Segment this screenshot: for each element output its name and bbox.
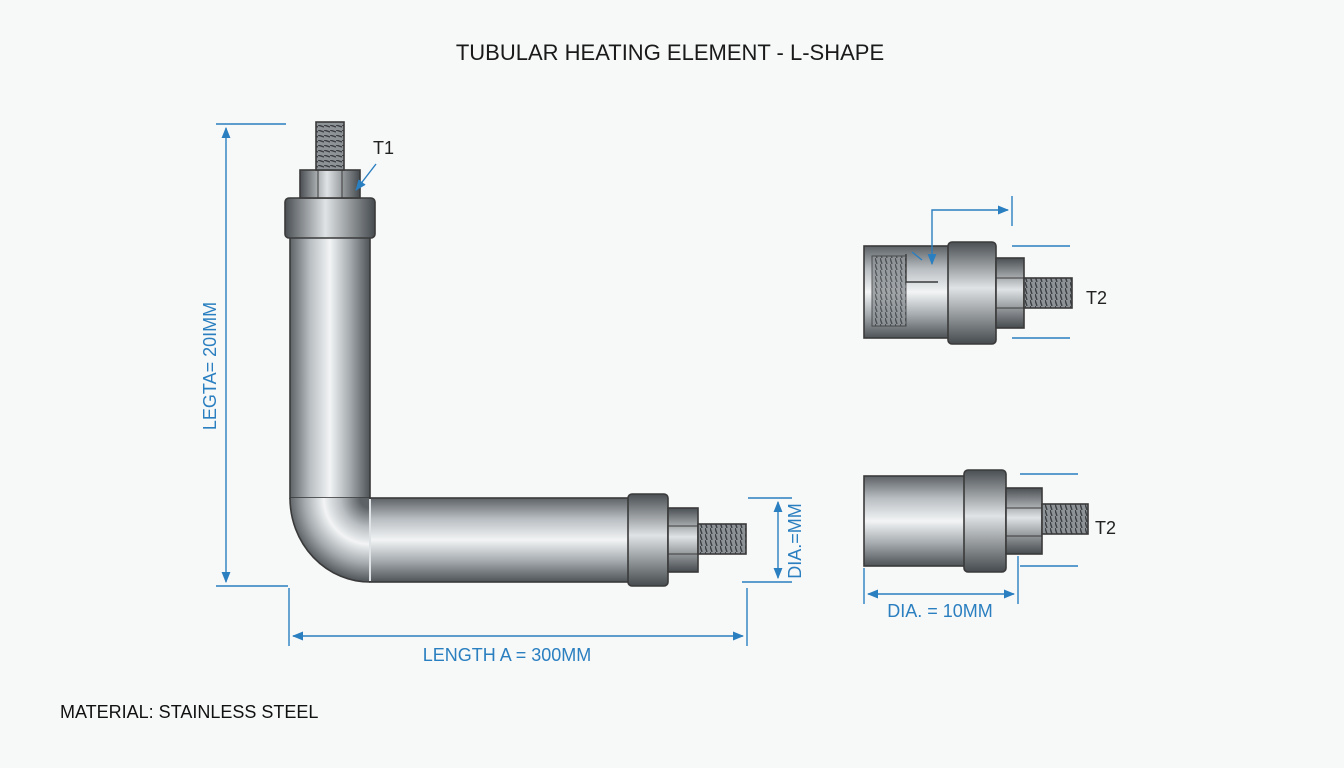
detail-upper-collar xyxy=(947,241,997,345)
detail-lower-hex-nut xyxy=(1005,487,1043,555)
detail-upper-hex-nut xyxy=(995,257,1025,329)
terminal-t2-upper-label: T2 xyxy=(1086,288,1107,308)
end-hex-nut xyxy=(667,507,699,573)
detail-lower-terminal: DIA. = 10MM xyxy=(863,469,1089,621)
vertical-dimension: LEGTA= 20IMM xyxy=(200,123,288,587)
horizontal-tube xyxy=(369,497,633,583)
detail-upper-stud xyxy=(1023,277,1073,309)
terminal-t1-leader xyxy=(355,163,377,191)
drawing-title: TUBULAR HEATING ELEMENT - L-SHAPE xyxy=(456,40,884,65)
detail-upper-internal-thread xyxy=(871,255,907,327)
top-hex-nut xyxy=(299,169,361,199)
end-collar xyxy=(627,493,669,587)
detail-upper-terminal xyxy=(863,196,1073,345)
end-diameter-label: DIA.=MM xyxy=(785,503,805,579)
detail-lower-stud xyxy=(1041,503,1089,535)
vertical-tube xyxy=(289,233,371,499)
terminal-t2-lower-label: T2 xyxy=(1095,518,1116,538)
vertical-length-label: LEGTA= 20IMM xyxy=(200,302,220,430)
detail-lower-collar xyxy=(963,469,1007,573)
end-diameter-dimension: DIA.=MM xyxy=(742,497,805,583)
horizontal-dimension: LENGTH A = 300MM xyxy=(288,588,748,665)
l-shaped-heating-element xyxy=(284,121,747,587)
tube-bend xyxy=(290,498,370,582)
top-collar xyxy=(284,197,376,239)
detail-lower-sheath xyxy=(863,475,967,567)
end-threaded-stud xyxy=(697,523,747,555)
detail-diameter-label: DIA. = 10MM xyxy=(887,601,993,621)
top-threaded-stud xyxy=(315,121,345,171)
material-note: MATERIAL: STAINLESS STEEL xyxy=(60,702,318,722)
terminal-t1-label: T1 xyxy=(373,138,394,158)
horizontal-length-label: LENGTH A = 300MM xyxy=(423,645,592,665)
